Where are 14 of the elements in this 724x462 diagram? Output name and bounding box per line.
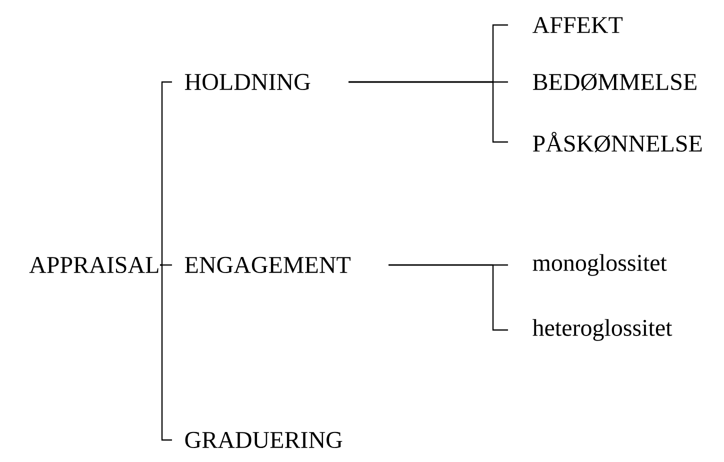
connector-line (160, 264, 172, 441)
term-label: AFFEKT (532, 17, 623, 33)
connector-line (160, 81, 172, 266)
connector-line (348, 81, 508, 143)
term-label: heteroglossitet (532, 319, 672, 341)
connector-line (388, 264, 508, 331)
term-label: monoglossitet (532, 254, 667, 276)
connector-line (160, 264, 172, 266)
term-label: PÅSKØNNELSE (532, 132, 702, 152)
term-label: BEDØMMELSE (532, 74, 696, 90)
term-label: APPRAISAL (29, 256, 158, 274)
term-label: HOLDNING (184, 74, 310, 90)
term-label: GRADUERING (185, 432, 342, 448)
term-label: ENGAGEMENT (184, 256, 350, 274)
